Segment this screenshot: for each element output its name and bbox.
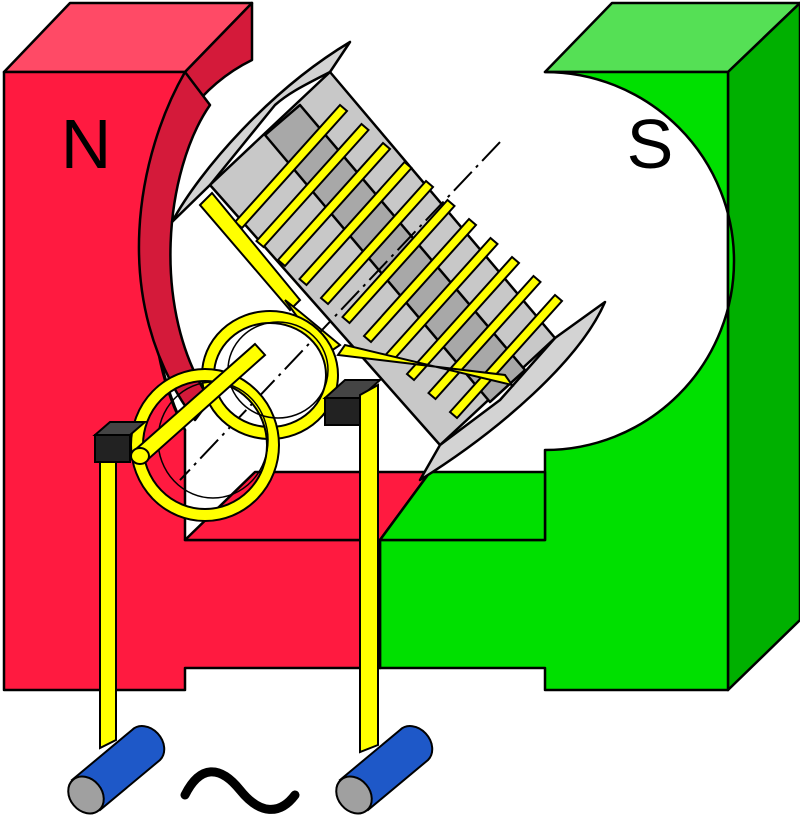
terminal-right (335, 725, 434, 815)
south-magnet (378, 1, 800, 692)
winding-turn (298, 160, 413, 287)
terminal-right-end (335, 775, 373, 815)
coil-lead-right (336, 343, 515, 387)
magnet-bridge-top-green (378, 470, 547, 542)
winding-turn (276, 141, 392, 268)
south-magnet-front (378, 70, 736, 692)
winding-turn (319, 179, 435, 306)
sine-wave-icon (180, 767, 300, 814)
shaft (130, 342, 267, 465)
slip-rings (130, 310, 339, 522)
winding-turn (255, 122, 370, 249)
lead-wire-right (359, 383, 379, 754)
south-magnet-side (726, 1, 800, 692)
armature-windings (233, 103, 564, 420)
terminals (67, 725, 434, 815)
terminal-left-end (67, 775, 105, 815)
slip-ring-front-fill (132, 370, 278, 520)
armature-coil (198, 103, 564, 420)
armature (170, 40, 607, 482)
north-magnet (2, 1, 547, 692)
brush-left (94, 434, 131, 463)
winding-turn (341, 198, 456, 325)
south-pole-label: S (627, 105, 674, 183)
winding-turn (448, 293, 564, 420)
brushes (92, 379, 383, 463)
winding-turn (405, 255, 521, 382)
terminal-left (67, 725, 166, 815)
shaft-end (130, 447, 150, 465)
brush-right (324, 397, 361, 426)
armature-pole-shoe-top (170, 40, 352, 224)
winding-turn (362, 217, 478, 344)
lead-wire-left (99, 461, 117, 750)
coil-lead-left (198, 191, 302, 312)
lead-wires (99, 383, 379, 754)
armature-pole-shoe-bottom (418, 300, 607, 482)
north-pole-label: N (61, 105, 112, 183)
